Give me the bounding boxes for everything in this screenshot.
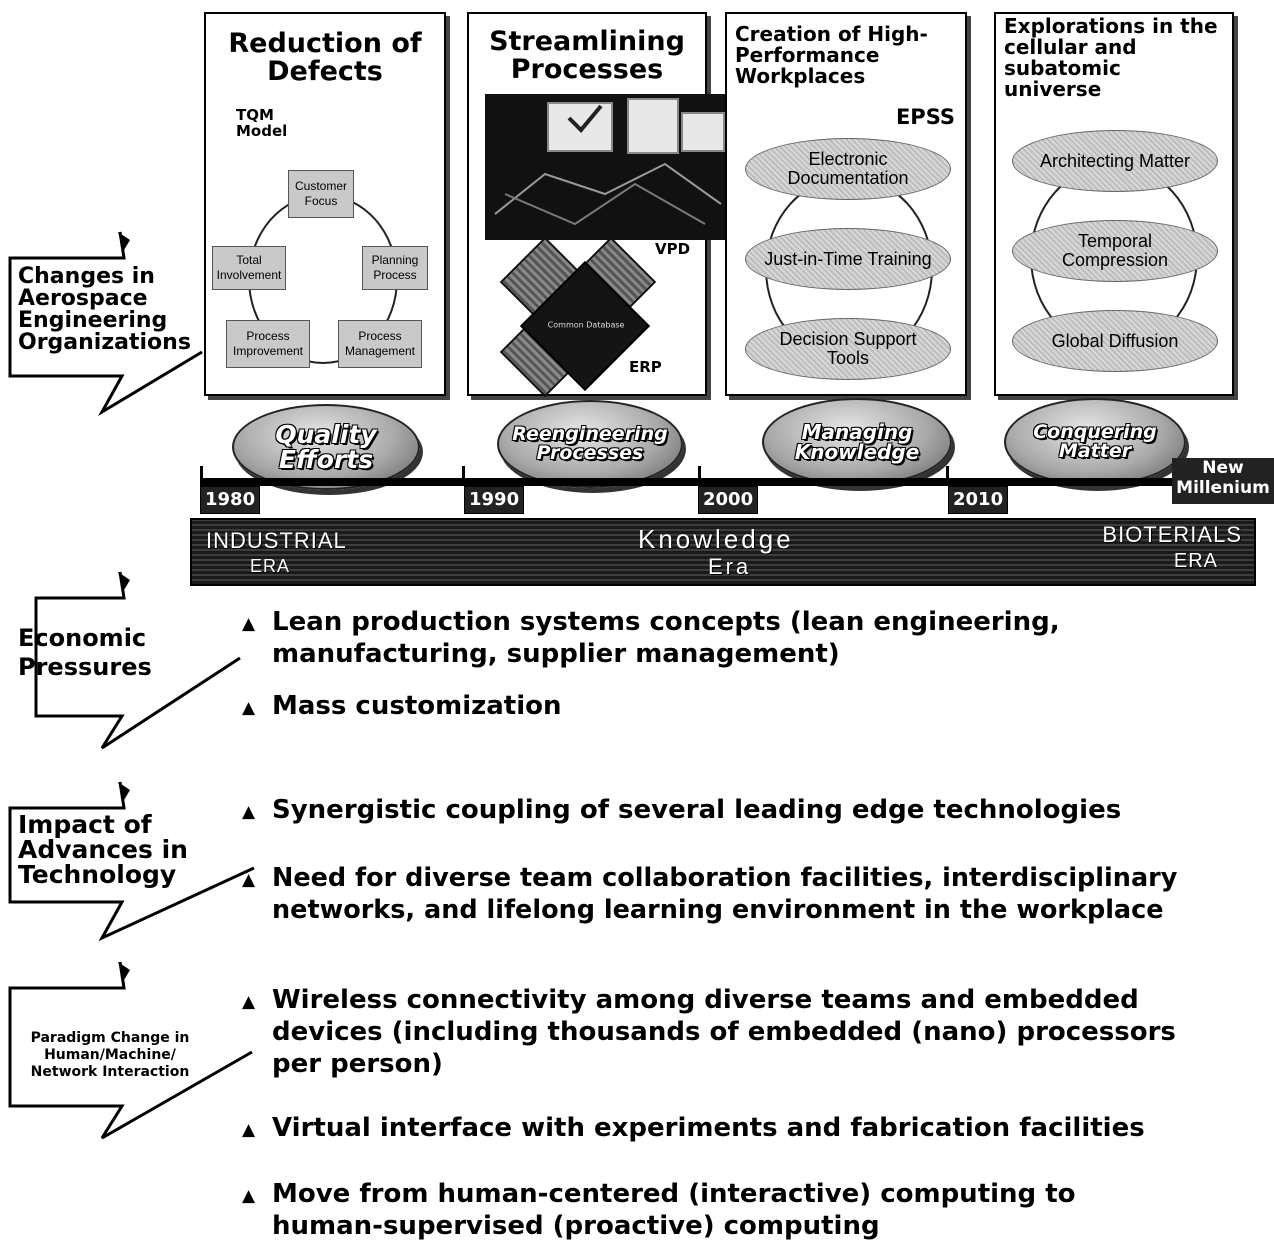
bullet-text: Virtual interface with experiments and f… [272,1113,1145,1143]
vpd-illustration [485,94,729,240]
bullet-virtual-interface: ▲ Virtual interface with experiments and… [242,1112,1145,1146]
arrow-changes-organizations: Changes in Aerospace Engineering Organiz… [6,228,226,418]
era-band: INDUSTRIAL ERA Knowledge Era BIOTERIALS … [190,518,1256,586]
tqm-process-improvement: Process Improvement [226,320,310,368]
year-1980: 1980 [200,486,261,514]
arrow-impact-technology: Impact of Advances in Technology [6,778,256,948]
oval-electronic-documentation: Electronic Documentation [745,138,951,200]
timeline-tick [462,466,465,486]
bullet-text: Mass customization [272,691,562,721]
panel-title: Explorations in the cellular and subatom… [1004,14,1218,101]
era-conquering-matter: Conquering Matter [1004,398,1186,486]
year-2000: 2000 [698,486,759,514]
panel-title: Streamlining Processes [489,26,685,86]
oval-just-in-time-training: Just-in-Time Training [745,228,951,290]
bullet-triangle-icon: ▲ [242,992,256,1012]
erp-label: ERP [629,358,662,376]
erp-core-label: Common Database [547,320,625,330]
new-millenium-label: New Millenium [1172,458,1274,504]
epss-label: EPSS [895,105,955,129]
arrow-economic-pressures: Economic Pressures [6,568,246,758]
panel-subtitle: TQM Model [236,106,288,140]
tqm-process-management: Process Management [338,320,422,368]
bullet-lean-production: ▲ Lean production systems concepts (lean… [242,606,1060,670]
arrow-shape [8,781,255,942]
panel-explorations: Explorations in the cellular and subatom… [994,12,1234,396]
bullet-triangle-icon: ▲ [242,1186,256,1206]
panel-high-performance-workplaces: Creation of High-Performance Workplaces … [725,12,967,396]
bullet-text: Wireless connectivity among diverse team… [272,985,1176,1079]
bullet-triangle-icon: ▲ [242,802,256,822]
bullet-triangle-icon: ▲ [242,614,256,634]
oval-temporal-compression: Temporal Compression [1012,220,1218,282]
bioterials-era-sub: ERA [1173,550,1218,572]
bullet-text: Synergistic coupling of several leading … [272,795,1122,825]
era-label: Quality Efforts [275,420,377,474]
bullet-mass-customization: ▲ Mass customization [242,690,562,724]
knowledge-era-label: Knowledge [638,524,794,554]
timeline-tick [698,466,701,486]
bullet-triangle-icon: ▲ [242,1120,256,1140]
tqm-customer-focus: Customer Focus [288,170,354,218]
bioterials-era-label: BIOTERIALS [1102,522,1242,547]
arrow-shape [8,961,253,1140]
oval-architecting-matter: Architecting Matter [1012,130,1218,192]
tqm-total-involvement: Total Involvement [212,246,286,290]
bullet-text: Move from human-centered (interactive) c… [272,1179,1076,1241]
side-label-economic: Economic Pressures [18,624,152,681]
panel-title: Reduction of Defects [228,28,422,88]
era-label: Managing Knowledge [794,420,920,464]
oval-global-diffusion: Global Diffusion [1012,310,1218,372]
bullet-team-collaboration: ▲ Need for diverse team collaboration fa… [242,862,1177,926]
panel-reduction-of-defects: Reduction of Defects TQM Model Customer … [204,12,446,396]
timeline-axis [200,478,1274,486]
timeline-tick [200,466,203,486]
era-label: Conquering Matter [1033,421,1157,462]
bullet-triangle-icon: ▲ [242,870,256,890]
arrow-shape [8,231,203,417]
panel-streamlining-processes: Streamlining Processes VPD Common Databa… [467,12,729,398]
oval-decision-support-tools: Decision Support Tools [745,318,951,380]
era-reengineering-processes: Reengineering Processes [497,400,683,488]
bullet-synergistic-coupling: ▲ Synergistic coupling of several leadin… [242,794,1121,828]
timeline-tick [946,466,949,486]
bullet-triangle-icon: ▲ [242,698,256,718]
arrow-shape [34,571,241,750]
vpd-label: VPD [655,240,691,258]
side-label-changes: Changes in Aerospace Engineering Organiz… [18,264,191,355]
era-managing-knowledge: Managing Knowledge [762,398,952,486]
side-label-technology: Impact of Advances in Technology [18,810,188,889]
industrial-era-label: INDUSTRIAL [206,528,347,553]
era-label: Reengineering Processes [512,423,668,464]
year-2010: 2010 [948,486,1009,514]
bullet-wireless-connectivity: ▲ Wireless connectivity among diverse te… [242,984,1176,1080]
panel-title: Creation of High-Performance Workplaces [735,22,928,88]
bullet-human-supervised: ▲ Move from human-centered (interactive)… [242,1178,1076,1242]
bullet-text: Lean production systems concepts (lean e… [272,607,1060,669]
era-quality-efforts: Quality Efforts [232,404,420,490]
industrial-era-sub: ERA [250,556,291,576]
arrow-paradigm-change: Paradigm Change in Human/Machine/ Networ… [6,958,256,1158]
year-1990: 1990 [464,486,525,514]
tqm-planning-process: Planning Process [362,246,428,290]
side-label-paradigm: Paradigm Change in Human/Machine/ Networ… [30,1030,190,1080]
bullet-text: Need for diverse team collaboration faci… [272,863,1178,925]
knowledge-era-sub: Era [708,554,752,579]
